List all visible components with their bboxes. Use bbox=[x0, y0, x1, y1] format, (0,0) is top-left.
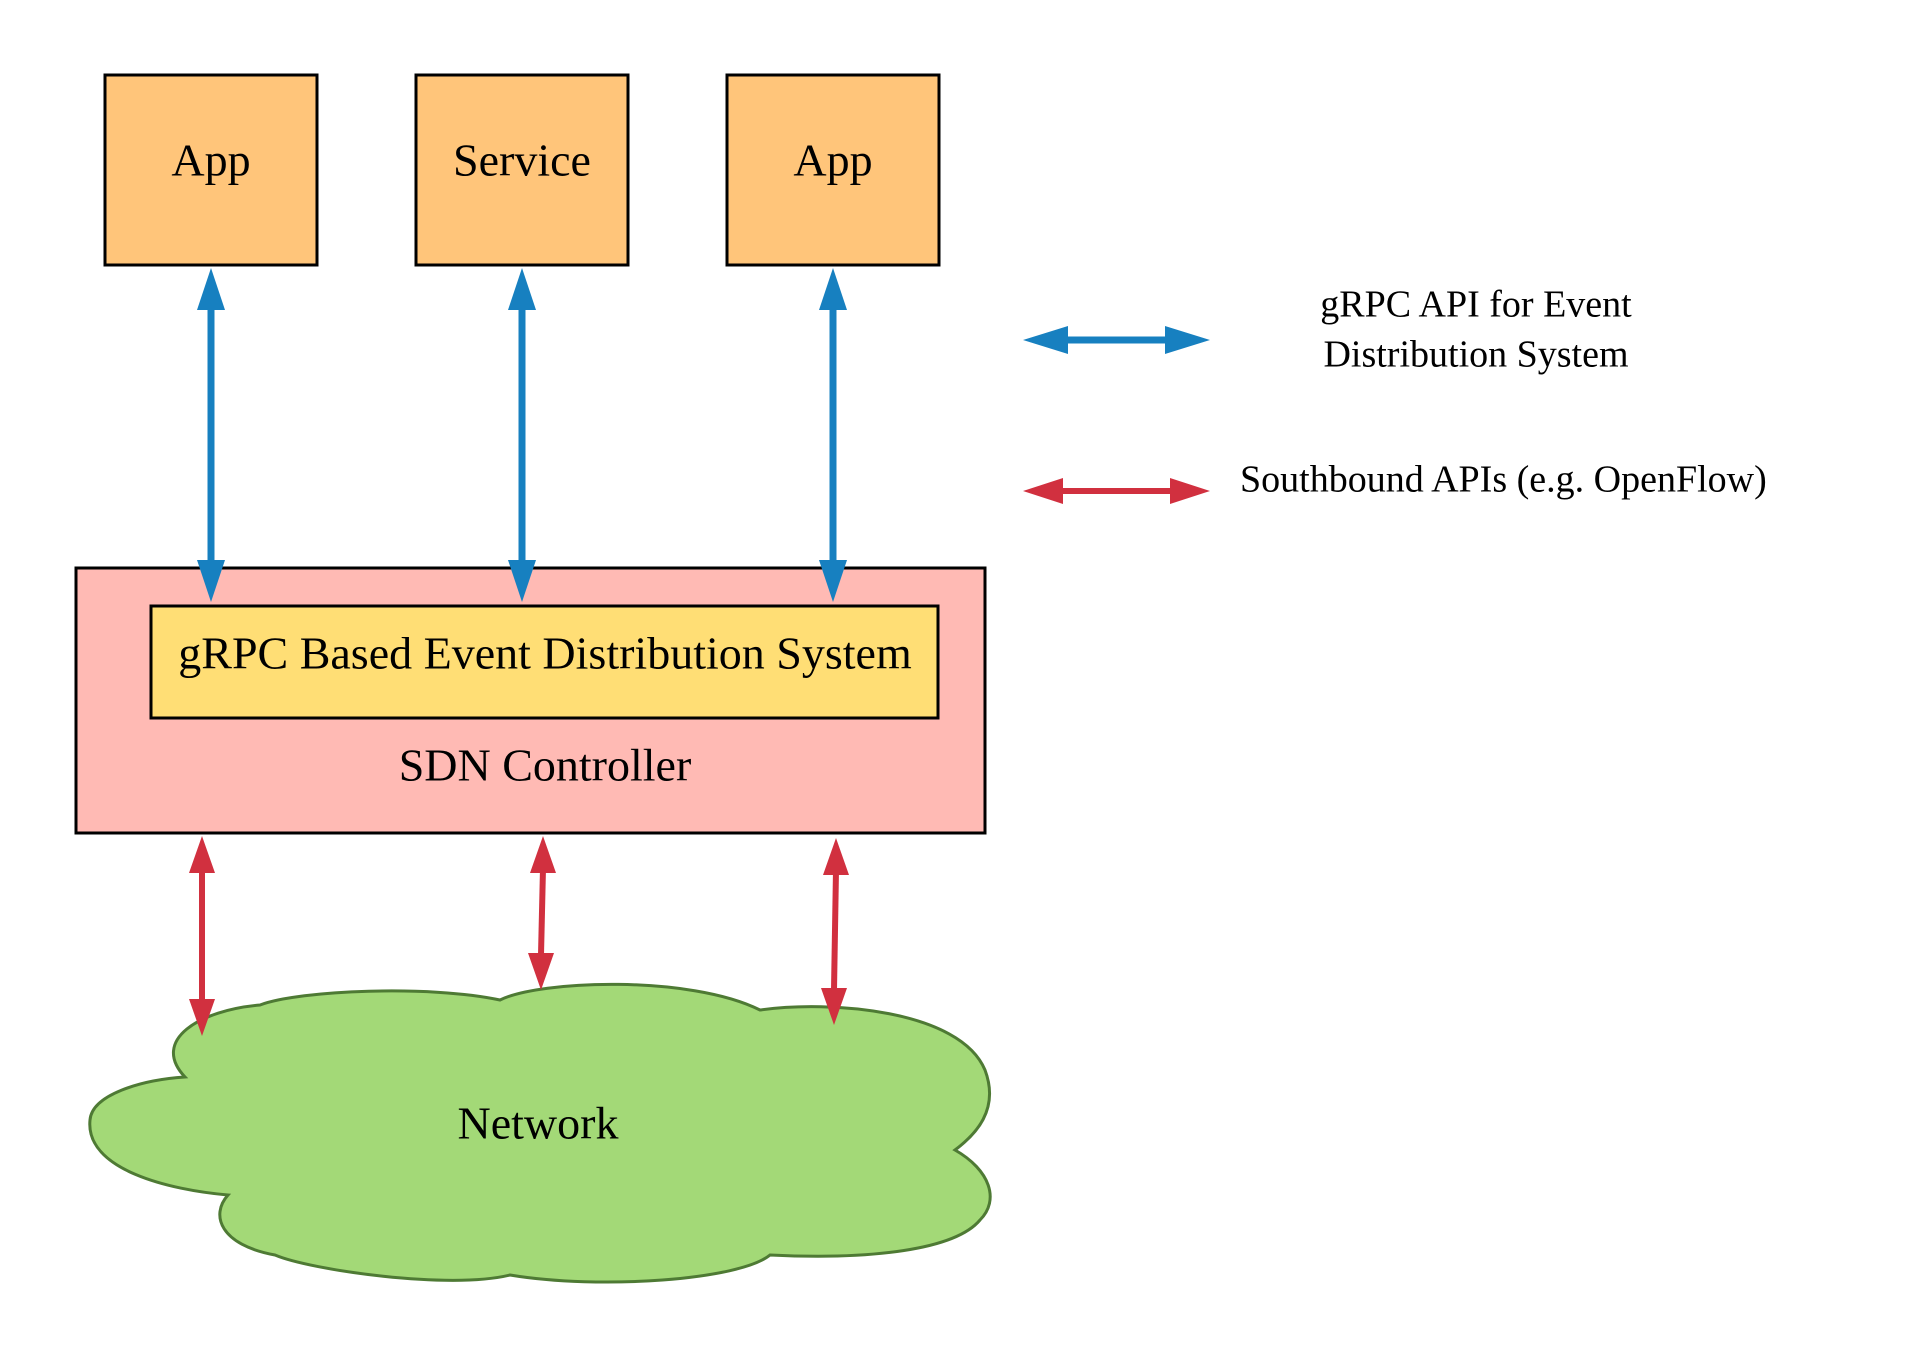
event-distribution-system-box: gRPC Based Event Distribution System bbox=[149, 604, 940, 720]
network-cloud: Network bbox=[88, 982, 992, 1284]
grpc-arrow-service bbox=[508, 268, 536, 602]
legend: gRPC API for Event Distribution System S… bbox=[1023, 284, 1767, 504]
service-box-label: Service bbox=[453, 135, 591, 186]
grpc-arrows bbox=[197, 268, 847, 602]
grpc-arrow-app-right bbox=[819, 268, 847, 602]
legend-grpc-arrow-icon bbox=[1023, 326, 1210, 354]
service-box: Service bbox=[414, 73, 630, 267]
legend-grpc-label-line1: gRPC API for Event bbox=[1320, 284, 1632, 326]
network-label: Network bbox=[458, 1098, 619, 1149]
app-box-left: App bbox=[103, 73, 319, 267]
southbound-arrow-left bbox=[189, 836, 215, 1036]
legend-southbound-label: Southbound APIs (e.g. OpenFlow) bbox=[1240, 459, 1767, 501]
legend-southbound-arrow-icon bbox=[1023, 478, 1210, 504]
grpc-arrow-app-left bbox=[197, 268, 225, 602]
app-box-right: App bbox=[725, 73, 941, 267]
southbound-arrow-right bbox=[821, 838, 849, 1025]
legend-grpc-label-line2: Distribution System bbox=[1323, 334, 1628, 376]
event-distribution-system-label: gRPC Based Event Distribution System bbox=[178, 628, 912, 679]
southbound-arrow-middle bbox=[528, 836, 556, 990]
app-box-right-label: App bbox=[793, 135, 872, 186]
app-box-left-label: App bbox=[171, 135, 250, 186]
sdn-controller-label: SDN Controller bbox=[399, 740, 692, 791]
southbound-arrows bbox=[189, 836, 849, 1036]
